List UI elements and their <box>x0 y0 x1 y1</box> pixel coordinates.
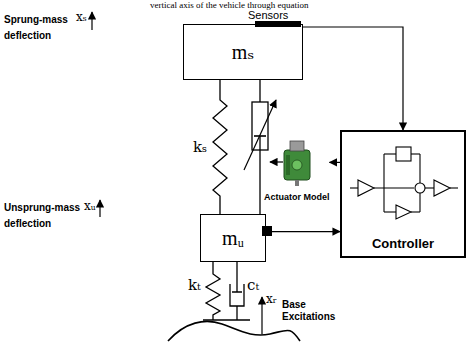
deflection-label: Unsprung-mass <box>4 202 80 213</box>
signal-line <box>266 231 340 232</box>
stiffness-label: kₛ <box>193 138 207 156</box>
stiffness-label: kₜ <box>188 276 201 294</box>
actuator-model: Actuator Model <box>264 140 330 204</box>
sensor-label: Sensors <box>248 9 288 21</box>
variable-label: xᵣ <box>266 292 277 306</box>
damper-rod <box>259 80 260 102</box>
controller-icon <box>350 147 458 219</box>
damper-rod <box>259 136 260 214</box>
variable-arrow <box>244 100 276 170</box>
deflection-label: deflection <box>4 218 51 229</box>
actuator-arrow <box>270 161 283 162</box>
tyre-spring <box>206 262 220 320</box>
variable-label: xᵤ <box>84 199 96 213</box>
deflection-label: deflection <box>4 30 51 41</box>
variable-label: xₛ <box>76 10 87 24</box>
deflection-label: Sprung-mass <box>4 14 68 25</box>
signal-line <box>303 27 403 130</box>
suspension-spring <box>213 80 227 214</box>
tyre-damper-rod <box>236 306 237 320</box>
damping-label: cₜ <box>247 276 259 294</box>
controller-box: Controller <box>340 130 466 258</box>
signal-line <box>330 162 341 163</box>
unsprung-mass-box: mᵤ <box>200 214 266 262</box>
sprung-mass-box: mₛ <box>183 24 303 80</box>
node-text: Actuator Model <box>264 192 330 202</box>
base-plate <box>203 319 250 321</box>
deflection-arrow <box>99 200 100 217</box>
tyre-damper-rod <box>236 262 237 292</box>
excitation-label: Base Excitations <box>282 299 344 323</box>
road-profile <box>168 321 300 341</box>
caption-fragment: vertical axis of the vehicle through equ… <box>150 0 308 10</box>
base-arrow <box>261 297 262 334</box>
node-text: Controller <box>372 236 434 251</box>
actuator-icon <box>284 141 310 186</box>
deflection-arrow <box>91 12 92 30</box>
tyre-damper-cup <box>230 284 244 306</box>
tyre-damper-piston <box>232 291 242 293</box>
node-text: mₛ <box>232 40 254 64</box>
node-text: mᵤ <box>222 227 244 250</box>
